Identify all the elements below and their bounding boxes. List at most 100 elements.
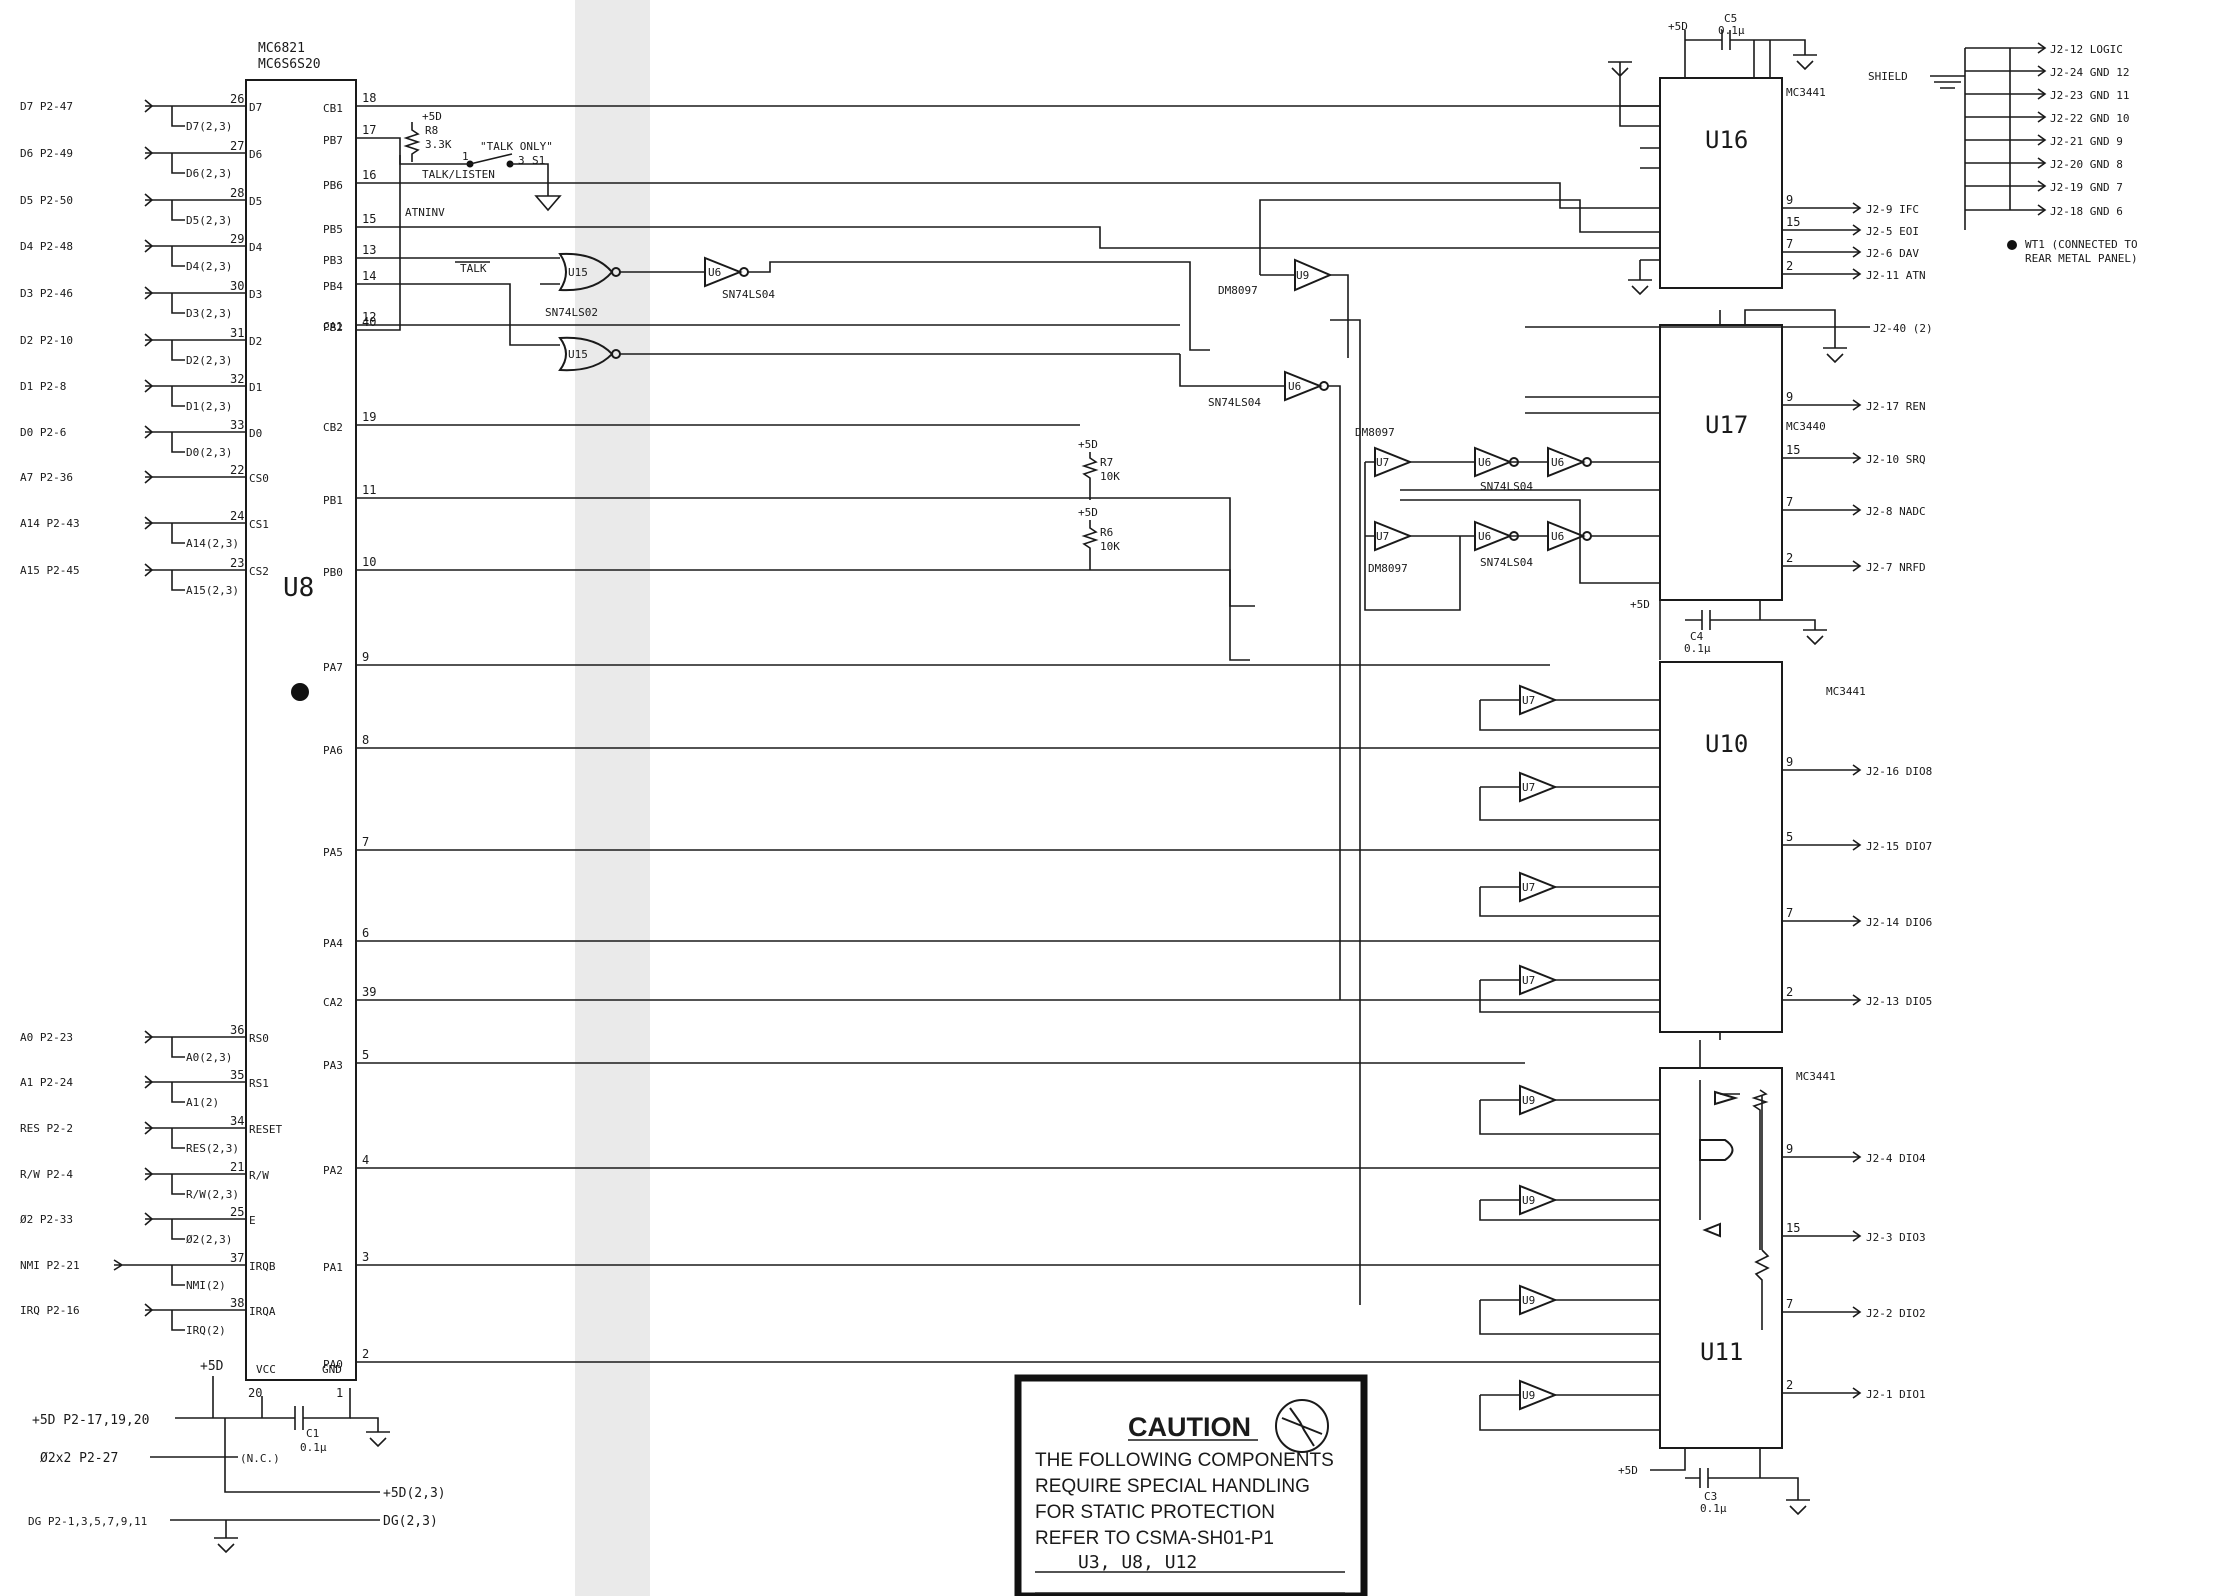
u6b-type: SN74LS04: [1208, 396, 1261, 409]
u8-right-num: 18: [362, 91, 376, 105]
u8-left-arrow: [144, 99, 154, 113]
u8-left-sub-wire: [171, 1310, 185, 1331]
u6e-ref: U6: [1478, 530, 1491, 543]
u8-left-sub-wire: [171, 153, 185, 174]
u8-right-num: 9: [362, 650, 369, 664]
driver-ref: U9: [1522, 1094, 1535, 1107]
u8-right-name: PA2: [323, 1164, 343, 1177]
shield-net-label: J2-24 GND 12: [2050, 66, 2129, 79]
u8-left-sub-wire: [171, 293, 185, 314]
u8-right-num: 16: [362, 168, 376, 182]
u8-right-num: 6: [362, 926, 369, 940]
u8-left-net: A15 P2-45: [20, 564, 80, 577]
u8-right-num: 15: [362, 212, 376, 226]
u8-left-num: 34: [230, 1114, 244, 1128]
driver-ref: U7: [1522, 881, 1535, 894]
u11-out-pin: 2: [1786, 1378, 1793, 1392]
shield-net-label: J2-20 GND 8: [2050, 158, 2123, 171]
u11-out-label: J2-1 DIO1: [1866, 1388, 1926, 1401]
u8-gnd-pin: 1: [336, 1386, 343, 1400]
u8-left-sub: IRQ(2): [186, 1324, 226, 1337]
u11-out-arrow: [1852, 1306, 1862, 1318]
u6a-ref: U6: [708, 266, 721, 279]
driver-ref: U7: [1522, 781, 1535, 794]
u16-out-arrow: [1852, 202, 1862, 214]
u8-right-name: PB0: [323, 566, 343, 579]
u11-out-label: J2-3 DIO3: [1866, 1231, 1926, 1244]
caution-line2: REQUIRE SPECIAL HANDLING: [1035, 1476, 1310, 1497]
u8-right-num: 10: [362, 555, 376, 569]
u8-right-name: PB1: [323, 494, 343, 507]
u8-right-name: CB2: [323, 421, 343, 434]
u8-left-net: A0 P2-23: [20, 1031, 73, 1044]
u17-out-arrow: [1852, 504, 1862, 516]
c1-label: C1: [306, 1427, 319, 1440]
u16-out-pin: 9: [1786, 193, 1793, 207]
u15a-ref: U15: [568, 266, 588, 279]
u8-left-net: D7 P2-47: [20, 100, 73, 113]
u8-left-sub: D5(2,3): [186, 214, 232, 227]
driver-in: [1479, 886, 1660, 917]
u10-type: MC3441: [1826, 685, 1866, 698]
shield-net-arrow: [2037, 134, 2047, 146]
shield-net-arrow: [2037, 88, 2047, 100]
u8-left-net: NMI P2-21: [20, 1259, 80, 1272]
u8-left-num: 23: [230, 556, 244, 570]
u7-type-a: DM8097: [1355, 426, 1395, 439]
u8-left-net: D0 P2-6: [20, 426, 66, 439]
u8-left-sub: D6(2,3): [186, 167, 232, 180]
u17-out-label: J2-8 NADC: [1866, 505, 1926, 518]
u8-right-num: 3: [362, 1250, 369, 1264]
talk-switch: +5D R8 3.3K "TALK ONLY" TALK/LISTEN S1 1…: [403, 110, 562, 275]
u10-out-pin: 5: [1786, 830, 1793, 844]
u8-left-arrow: [144, 425, 154, 439]
u8-right-num: 5: [362, 1048, 369, 1062]
u8-right-name: CA1: [323, 320, 343, 333]
u8-left-sub-wire: [171, 1037, 185, 1058]
u10-out-arrow: [1852, 994, 1862, 1006]
u8-left-arrow: [144, 193, 154, 207]
u8-left-num: 36: [230, 1023, 244, 1037]
u8-left-sub: D3(2,3): [186, 307, 232, 320]
u8-left-sub-wire: [171, 1082, 185, 1103]
switch-talk-only: "TALK ONLY": [480, 140, 553, 153]
power-clk-net: Ø2x2 P2-27: [40, 1451, 118, 1466]
u17-ref: U17: [1705, 411, 1748, 439]
caution-line1: THE FOLLOWING COMPONENTS: [1035, 1450, 1334, 1471]
u8-left-name: D1: [249, 381, 262, 394]
u8-right-name: PA1: [323, 1261, 343, 1274]
switch-talk-listen: TALK/LISTEN: [422, 168, 495, 181]
c4-plus: +5D: [1630, 598, 1650, 611]
c5-label: C5: [1724, 12, 1737, 25]
u8-left-name: IRQB: [249, 1260, 276, 1273]
u8-right-name: PB3: [323, 254, 343, 267]
shield-net-label: J2-22 GND 10: [2050, 112, 2129, 125]
u7a-ref: U7: [1376, 456, 1389, 469]
u8-left-net: IRQ P2-16: [20, 1304, 80, 1317]
u8-right-name: PB2: [323, 321, 343, 334]
r27-label: R7: [1100, 456, 1113, 469]
static-warning-icon: [1275, 1399, 1329, 1453]
u6a-type: SN74LS04: [722, 288, 775, 301]
u16-out-label: J2-9 IFC: [1866, 203, 1919, 216]
caution-line4: REFER TO CSMA-SH01-P1: [1035, 1528, 1274, 1549]
u8-left-num: 31: [230, 326, 244, 340]
u16-ref: U16: [1705, 126, 1748, 154]
u8-left-num: 38: [230, 1296, 244, 1310]
u8-right-name: PA3: [323, 1059, 343, 1072]
shield-net-arrow: [2037, 42, 2047, 54]
u8-left-net: Ø2 P2-33: [20, 1213, 73, 1226]
u8-left-name: CS0: [249, 472, 269, 485]
u16-type: MC3441: [1786, 86, 1826, 99]
u8-left-arrow: [144, 1030, 154, 1044]
u8-left-sub: NMI(2): [186, 1279, 226, 1292]
driver-in: [1479, 1394, 1660, 1431]
u8-pia: MC6821 MC6S6S20 U8 VCC GND 20 1 D7 P2-47…: [20, 41, 376, 1400]
u8-left-net: A1 P2-24: [20, 1076, 73, 1089]
atninv-label: ATNINV: [405, 206, 445, 219]
power-dg-net: DG P2-1,3,5,7,9,11: [28, 1515, 147, 1528]
